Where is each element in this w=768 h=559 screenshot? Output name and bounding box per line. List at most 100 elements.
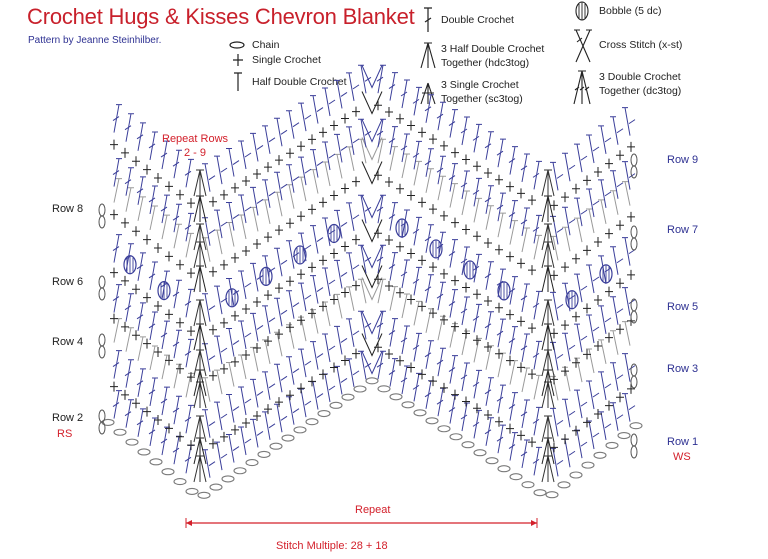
double-crochet-mark (412, 140, 422, 170)
single-crochet-mark (176, 259, 184, 270)
double-crochet-mark (334, 325, 348, 355)
single-crochet-mark (187, 440, 195, 451)
turning-chain-mark (98, 203, 106, 217)
single-crochet-mark (253, 239, 261, 250)
dc3tog-mark (541, 299, 555, 327)
single-crochet-mark (517, 258, 525, 269)
single-crochet-mark (165, 309, 173, 320)
single-crochet-mark (440, 382, 448, 393)
single-crochet-mark (594, 166, 602, 177)
double-crochet-mark (250, 186, 264, 216)
single-crochet-mark (572, 253, 580, 264)
double-crochet-mark (148, 185, 158, 215)
double-crochet-mark (238, 320, 252, 350)
double-crochet-mark (622, 237, 636, 266)
chain-stitch (185, 487, 199, 495)
hdc-mark (622, 181, 631, 206)
double-crochet-mark (508, 326, 518, 355)
hdc-mark (401, 293, 410, 319)
single-crochet-mark (605, 228, 613, 239)
hdc-mark (238, 354, 247, 380)
double-crochet-mark (520, 207, 530, 237)
double-crochet-mark (550, 291, 564, 321)
hdc-mark (497, 352, 506, 378)
single-crochet-mark (341, 183, 349, 194)
single-crochet-mark (132, 226, 140, 237)
double-crochet-mark (550, 161, 564, 191)
double-crochet-mark (460, 246, 470, 276)
single-crochet-mark (605, 286, 613, 297)
double-crochet-mark (436, 155, 446, 185)
single-crochet-mark (352, 234, 360, 245)
single-crochet-mark (275, 283, 283, 294)
turning-chain-mark (630, 375, 638, 389)
cross-stitch-icon (574, 29, 592, 63)
double-crochet-mark (322, 267, 336, 297)
double-crochet-mark (346, 126, 360, 155)
double-crochet-mark (610, 402, 624, 431)
single-crochet-mark (440, 140, 448, 151)
double-crochet-mark (148, 261, 158, 291)
double-crochet-mark (262, 179, 276, 208)
row-label-3: Row 3 (667, 363, 699, 375)
hdc-mark (485, 205, 494, 230)
row-label-5: Row 5 (667, 301, 699, 313)
double-crochet-mark (160, 320, 170, 350)
single-crochet-mark (253, 411, 261, 422)
single-crochet-mark (440, 268, 448, 279)
bobble-icon (575, 1, 589, 21)
double-crochet-mark (388, 126, 398, 155)
double-crochet-mark (172, 329, 182, 359)
single-crochet-mark (583, 245, 591, 256)
single-crochet-mark (143, 164, 151, 175)
double-crochet-mark (376, 244, 386, 274)
single-crochet-mark (429, 204, 437, 215)
single-crochet-mark (506, 309, 514, 320)
double-crochet-mark (610, 362, 624, 391)
chain-stitch (545, 491, 559, 499)
dc3tog-mark (193, 323, 207, 351)
hdc-mark (202, 377, 211, 402)
single-crochet-mark (528, 369, 536, 380)
double-crochet-mark (520, 153, 530, 183)
single-crochet-mark (616, 392, 624, 403)
dc3tog-mark (541, 241, 555, 269)
double-crochet-mark (334, 259, 348, 289)
single-crochet-mark (220, 259, 228, 270)
double-crochet-mark (250, 418, 264, 448)
turning-chain-mark (630, 433, 638, 447)
double-crochet-mark (622, 287, 636, 316)
single-crochet-mark (605, 332, 613, 343)
hdc-mark (598, 199, 607, 224)
dc3tog-mark (193, 369, 207, 397)
double-crochet-mark (112, 350, 122, 379)
chain-stitch (233, 467, 247, 475)
double-crochet-mark (532, 446, 542, 476)
hdc-mark (125, 327, 134, 352)
double-crochet-mark (184, 338, 194, 368)
single-crochet-mark (154, 243, 162, 254)
chain-stitch (305, 418, 319, 426)
single-crochet-mark (385, 176, 393, 187)
sc3tog-icon (420, 82, 436, 105)
chain-stitch (473, 449, 487, 457)
double-crochet-mark (562, 152, 576, 182)
single-crochet-mark (264, 336, 272, 347)
double-crochet-mark (586, 188, 600, 218)
single-crochet-mark (220, 363, 228, 374)
stitch-multiple-label: Stitch Multiple: 28 + 18 (276, 540, 388, 552)
double-crochet-mark (412, 372, 422, 402)
double-crochet-mark (388, 72, 398, 101)
single-crochet-mark (484, 168, 492, 179)
bobble-mark (293, 245, 307, 265)
single-crochet-mark (165, 423, 173, 434)
single-crochet-mark (242, 175, 250, 186)
single-crochet-mark (220, 189, 228, 200)
dc3tog-mark (541, 265, 555, 293)
turning-chain-mark (98, 409, 106, 423)
single-crochet-mark (121, 389, 129, 400)
single-crochet-mark (330, 294, 338, 305)
stitch-rows (98, 64, 638, 483)
single-crochet-mark (495, 416, 503, 427)
single-crochet-mark (484, 342, 492, 353)
